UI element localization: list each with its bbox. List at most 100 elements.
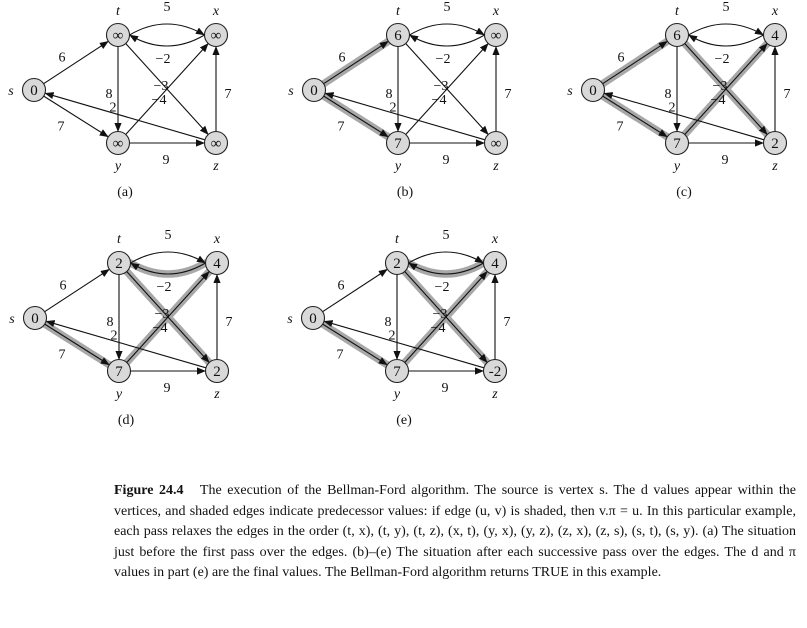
edge-y-x <box>125 43 209 135</box>
panel-label: (d) <box>118 413 135 428</box>
vertex-value-s: 0 <box>309 311 317 327</box>
figure-caption: Figure 24.4 The execution of the Bellman… <box>114 481 796 584</box>
edge-s-t <box>44 268 110 313</box>
edge-x-t <box>130 262 206 275</box>
vertex-z <box>204 358 230 384</box>
edge-x-t <box>408 262 484 275</box>
edge-weight-y-x: −3 <box>155 307 170 322</box>
vertex-y <box>664 130 690 156</box>
edge-weight-z-x: 7 <box>505 87 512 102</box>
edge-weight-z-s: 2 <box>110 101 117 116</box>
vertex-z <box>482 358 508 384</box>
vertex-name-s: s <box>8 84 14 99</box>
edge-t-x <box>688 23 764 36</box>
vertex-value-z: 2 <box>771 136 779 152</box>
edge-weight-x-t: −2 <box>157 280 172 295</box>
vertex-name-t: t <box>396 4 401 19</box>
caption-text: The execution of the Bellman-Ford algori… <box>114 483 797 581</box>
vertex-y <box>385 130 411 156</box>
vertex-value-z: -2 <box>489 364 502 380</box>
edge-x-t <box>129 34 205 47</box>
edge-weight-s-y: 7 <box>58 120 65 135</box>
edge-s-y <box>602 95 668 138</box>
edge-s-t <box>43 40 109 85</box>
vertex-s <box>301 77 327 103</box>
vertex-x <box>204 250 230 276</box>
edge-z-s <box>324 92 486 141</box>
vertex-value-t: ∞ <box>113 28 124 44</box>
edge-s-t <box>322 268 388 313</box>
vertex-name-t: t <box>117 232 122 247</box>
vertex-name-x: x <box>771 4 779 19</box>
edge-weight-t-x: 5 <box>165 228 172 243</box>
vertex-x <box>762 22 788 48</box>
edge-weight-y-z: 9 <box>443 153 450 168</box>
vertex-value-y: 7 <box>673 136 681 152</box>
edge-weight-s-t: 6 <box>618 51 625 66</box>
edge-weight-s-y: 7 <box>337 348 344 363</box>
edge-weight-t-x: 5 <box>164 0 171 15</box>
edge-y-x <box>404 271 488 363</box>
edge-z-s <box>323 320 485 369</box>
edge-s-y <box>43 95 109 138</box>
edge-z-s <box>45 320 207 369</box>
edge-s-y <box>322 323 388 366</box>
edge-weight-t-z: −4 <box>153 321 168 336</box>
vertex-t <box>385 22 411 48</box>
edge-weight-y-z: 9 <box>442 381 449 396</box>
edge-weight-y-z: 9 <box>163 153 170 168</box>
edge-weight-s-t: 6 <box>59 51 66 66</box>
vertex-value-y: 7 <box>115 364 123 380</box>
vertex-x <box>483 22 509 48</box>
edge-x-t <box>688 34 764 47</box>
vertex-value-x: 4 <box>491 256 499 272</box>
vertex-value-x: ∞ <box>211 28 222 44</box>
edge-s-y <box>323 95 389 138</box>
vertex-value-s: 0 <box>589 83 597 99</box>
vertex-name-t: t <box>675 4 680 19</box>
edge-weight-y-z: 9 <box>164 381 171 396</box>
edge-y-x <box>126 271 210 363</box>
vertex-t <box>664 22 690 48</box>
vertex-value-x: ∞ <box>491 28 502 44</box>
vertex-value-t: 2 <box>115 256 123 272</box>
edge-weight-z-s: 2 <box>389 329 396 344</box>
edge-weight-z-s: 2 <box>390 101 397 116</box>
edge-weight-t-y: 8 <box>385 315 392 330</box>
edge-weight-t-y: 8 <box>107 315 114 330</box>
edge-y-x <box>405 43 489 135</box>
edge-weight-z-x: 7 <box>784 87 791 102</box>
vertex-t <box>106 250 132 276</box>
vertex-value-x: 4 <box>213 256 221 272</box>
vertex-value-y: 7 <box>393 364 401 380</box>
edge-weight-x-t: −2 <box>156 52 171 67</box>
edge-weight-t-z: −4 <box>431 321 446 336</box>
vertex-name-t: t <box>116 4 121 19</box>
vertex-name-z: z <box>491 387 498 402</box>
vertex-name-s: s <box>288 84 294 99</box>
edge-t-x <box>129 23 205 36</box>
vertex-value-z: 2 <box>213 364 221 380</box>
edge-t-x <box>408 251 484 264</box>
vertex-name-s: s <box>567 84 573 99</box>
vertex-y <box>106 358 132 384</box>
vertex-value-y: 7 <box>394 136 402 152</box>
edge-weight-t-x: 5 <box>723 0 730 15</box>
edge-weight-s-y: 7 <box>59 348 66 363</box>
edge-weight-z-x: 7 <box>225 87 232 102</box>
edge-weight-y-x: −3 <box>434 79 449 94</box>
vertex-z <box>203 130 229 156</box>
vertex-z <box>762 130 788 156</box>
panel-label: (e) <box>396 413 412 428</box>
panel-label: (c) <box>676 185 692 200</box>
edge-s-t <box>602 40 668 85</box>
edge-weight-z-s: 2 <box>111 329 118 344</box>
edge-weight-z-x: 7 <box>504 315 511 330</box>
edge-z-s <box>603 92 765 141</box>
vertex-value-z: ∞ <box>211 136 222 152</box>
panel-label: (a) <box>117 185 133 200</box>
